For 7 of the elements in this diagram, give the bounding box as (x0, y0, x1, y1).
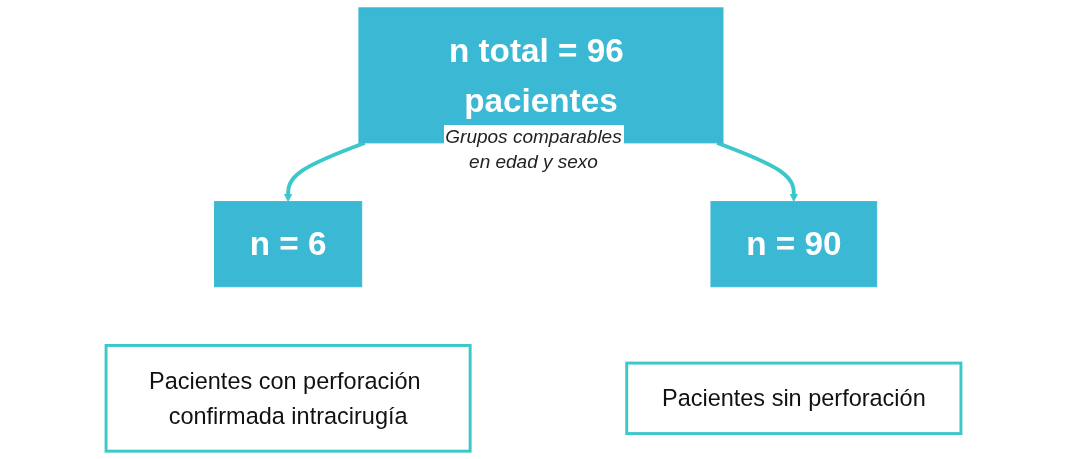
note-text: Grupos comparables en edad y sexo (443, 125, 624, 175)
arrow (283, 141, 366, 202)
node-box: Pacientes sin perforación (625, 361, 963, 436)
node-box: n = 90 (710, 201, 878, 288)
node-box: n = 6 (214, 201, 363, 288)
node-box: Pacientes con perforación confirmada intracirugía (104, 344, 472, 453)
arrow (716, 141, 799, 202)
